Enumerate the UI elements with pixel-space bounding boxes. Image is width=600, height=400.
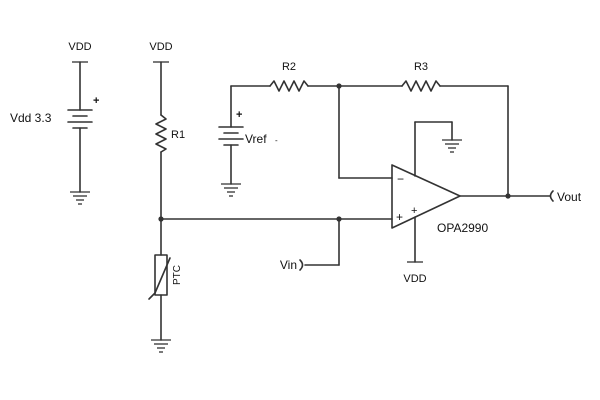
vref-source: + Vref - [218, 85, 278, 197]
vdd-label-source: VDD [68, 41, 91, 53]
ground-symbol-battery [70, 191, 90, 205]
resistor-r2 [269, 80, 309, 92]
junction-divider-node [158, 216, 164, 222]
r3-label: R3 [414, 61, 428, 73]
r2-label: R2 [282, 61, 296, 73]
vin-label: Vin [280, 258, 297, 272]
resistor-r1 [155, 114, 167, 153]
vref-label: Vref [245, 132, 267, 146]
opamp-part-label: OPA2990 [437, 221, 488, 235]
battery-label: Vdd 3.3 [10, 111, 52, 125]
vout-port: Vout [549, 190, 582, 204]
r1-label: R1 [171, 129, 185, 141]
ground-symbol-ptc [151, 339, 171, 353]
opamp-supply-plus: + [411, 205, 417, 217]
vin-port: Vin [280, 258, 304, 272]
opamp-opa2990: − + + OPA2990 VDD [391, 121, 488, 285]
divider-branch: VDD R1 PTC [148, 41, 185, 353]
ground-symbol-opamp [442, 139, 462, 153]
resistor-r2-group: R2 [230, 61, 340, 92]
vdd-label-opamp: VDD [403, 273, 426, 285]
vref-minus-mark: - [275, 136, 278, 145]
opamp-plus-sign: + [396, 210, 403, 224]
ground-symbol-vref [221, 183, 241, 197]
junction-output-node [505, 193, 511, 199]
supply-battery: VDD + Vdd 3.3 [10, 41, 99, 205]
vdd-label-r1: VDD [149, 41, 172, 53]
resistor-r3-group: R3 [338, 61, 509, 197]
resistor-r3 [401, 80, 441, 92]
battery-plus-sign: + [93, 95, 99, 107]
ptc-thermistor: PTC [148, 254, 183, 300]
opamp-minus-sign: − [397, 172, 404, 186]
ptc-label: PTC [172, 265, 183, 285]
vref-plus-sign: + [236, 109, 242, 121]
vout-label: Vout [557, 190, 582, 204]
